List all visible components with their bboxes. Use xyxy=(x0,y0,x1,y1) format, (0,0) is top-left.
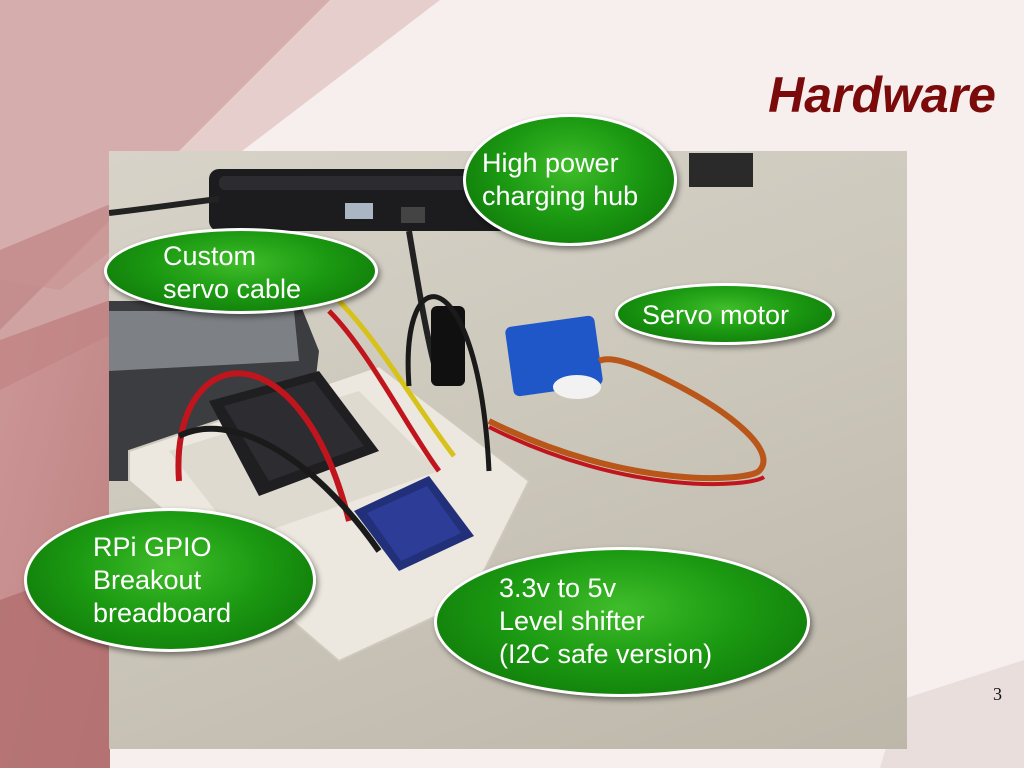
callout-level-shifter-text: 3.3v to 5v Level shifter (I2C safe versi… xyxy=(499,573,713,669)
callout-servo-cable: Custom servo cable xyxy=(104,228,378,314)
callout-servo-motor: Servo motor xyxy=(615,283,835,345)
callout-servo-motor-text: Servo motor xyxy=(642,300,790,330)
callout-gpio-breakout-text: RPi GPIO Breakout breadboard xyxy=(93,532,232,628)
callout-servo-cable-text: Custom servo cable xyxy=(163,241,302,304)
callout-gpio-breakout: RPi GPIO Breakout breadboard xyxy=(24,508,316,652)
callout-level-shifter: 3.3v to 5v Level shifter (I2C safe versi… xyxy=(434,547,810,697)
callout-charging-hub: High power charging hub xyxy=(463,114,677,246)
page-number: 3 xyxy=(993,684,1002,704)
callout-charging-hub-text: High power charging hub xyxy=(482,148,639,211)
slide-title: Hardware xyxy=(768,67,996,123)
